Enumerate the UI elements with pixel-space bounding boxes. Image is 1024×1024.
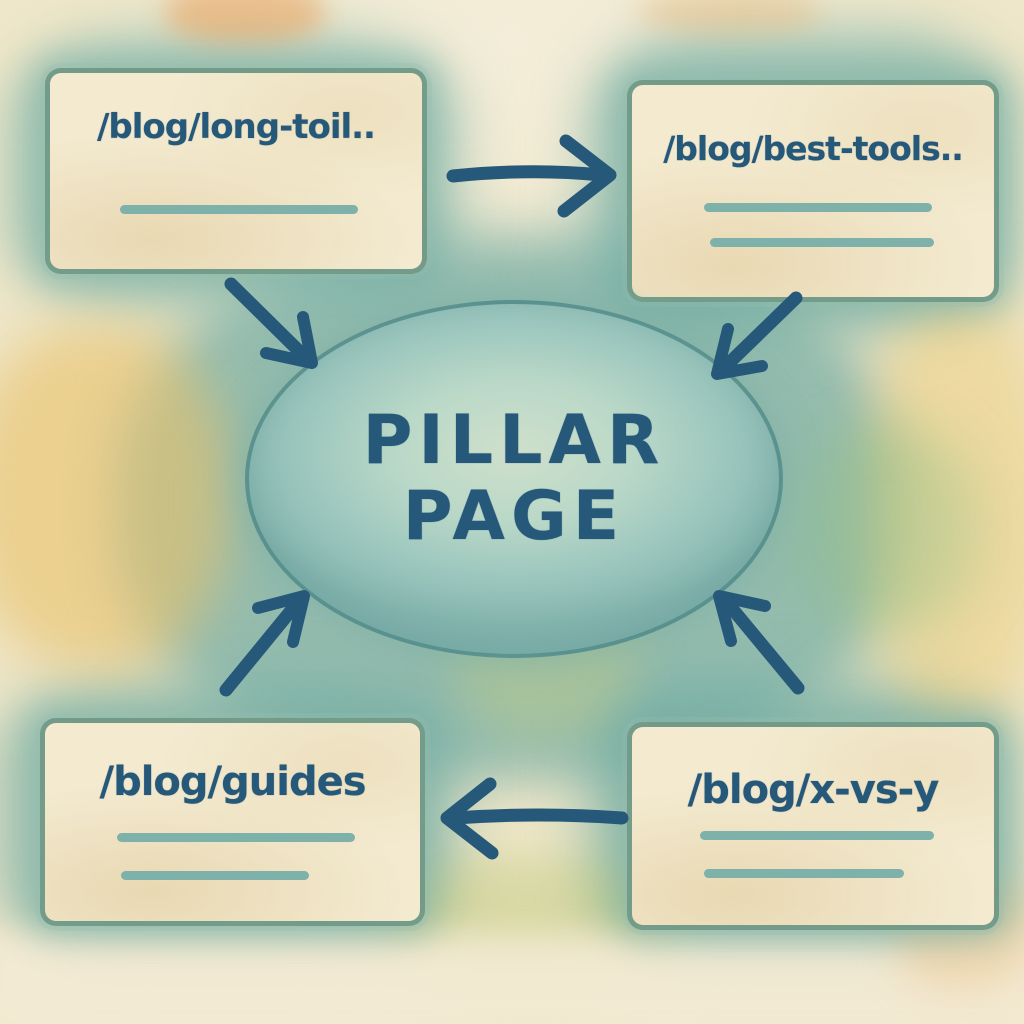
arrow-top-left-to-pillar [224, 277, 318, 369]
arrow-top-left-to-top-right [446, 134, 617, 218]
arrow-top-right-to-pillar [711, 291, 803, 380]
background-wash-yellow-left [0, 325, 230, 670]
content-placeholder-line [700, 831, 934, 840]
node-label-top-left: /blog/long-toil.. [97, 107, 376, 147]
content-placeholder-line [704, 203, 932, 212]
content-placeholder-line [704, 869, 904, 878]
arrow-bottom-left-to-pillar [219, 590, 310, 697]
content-placeholder-line [121, 871, 309, 880]
node-label-top-right: /blog/best-tools.. [663, 129, 964, 168]
pillar-page-label-line1: PILLAR [362, 400, 666, 480]
node-bottom-left: /blog/guides [40, 718, 425, 926]
background-wash-green-right [795, 425, 980, 635]
content-placeholder-line [710, 238, 934, 247]
pillar-page-label-line2: PAGE [402, 477, 626, 556]
background-wash-orange-top [165, 0, 325, 44]
arrow-bottom-right-to-bottom-left [440, 777, 629, 860]
pillar-page-node: PILLAR PAGE [245, 300, 783, 658]
content-placeholder-line [120, 205, 358, 214]
background-wash-yellow-right [865, 295, 1024, 725]
node-label-bottom-right: /blog/x-vs-y [687, 767, 940, 813]
node-top-right: /blog/best-tools.. [627, 80, 999, 302]
background-wash-orange-top-right [640, 0, 820, 34]
node-top-left: /blog/long-toil.. [45, 68, 427, 274]
arrow-bottom-right-to-pillar [713, 590, 805, 695]
node-bottom-right: /blog/x-vs-y [627, 722, 999, 930]
content-placeholder-line [117, 833, 355, 842]
node-label-bottom-left: /blog/guides [99, 759, 366, 805]
background-wash-cream-bottom [0, 935, 1024, 1024]
